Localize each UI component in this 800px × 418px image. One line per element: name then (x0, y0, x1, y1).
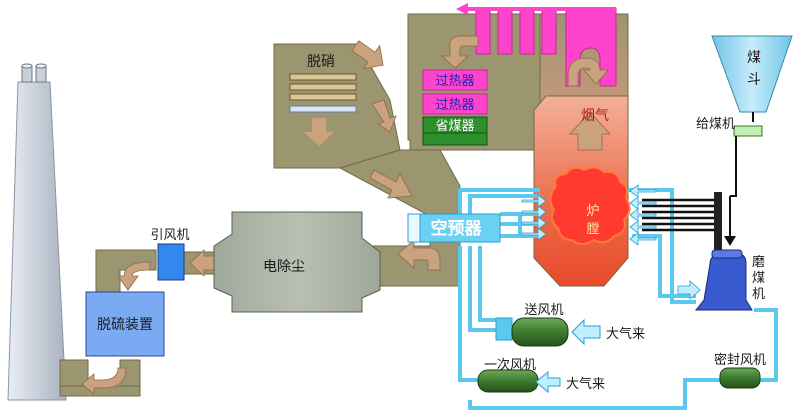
superheater-2: 过热器 (422, 93, 488, 115)
induced-fan-label: 引风机 (150, 228, 189, 243)
ambient-air-label-1: 大气来 (606, 326, 645, 342)
fgd-unit: 脱硫装置 (85, 291, 165, 357)
mill-label-2: 煤 (752, 271, 765, 286)
chimney (7, 63, 67, 401)
superheater-1-label: 过热器 (435, 74, 474, 89)
denox-label: 脱硝 (307, 54, 335, 70)
air-preheater: 空预器 (407, 213, 501, 243)
induced-draft-fan: 引风机 (150, 228, 190, 281)
seal-air-fan: 密封风机 (714, 352, 766, 389)
primary-air-fan: 一次风机 大气来 (477, 357, 605, 394)
superheater-2-label: 过热器 (435, 98, 474, 113)
mill-label-1: 磨 (752, 255, 765, 270)
coal-feeder: 给煤机 (696, 117, 763, 246)
flue-gas-arrows (81, 35, 611, 395)
coal-pipes (642, 198, 716, 232)
flame (549, 166, 631, 245)
economizer-label: 省煤器 (435, 119, 474, 134)
economizer: 省煤器 (422, 116, 488, 146)
forced-fan-label: 送风机 (524, 303, 563, 318)
furnace-label-2: 膛 (586, 222, 599, 237)
coal-hopper-label-1: 煤 (747, 50, 761, 66)
flue-gas-label: 烟气 (581, 108, 609, 124)
air-arrows (521, 184, 701, 300)
coal-hopper: 煤 斗 (711, 35, 793, 122)
denox-unit: 脱硝 (289, 54, 357, 146)
forced-draft-fan: 送风机 大气来 (495, 303, 645, 347)
coal-hopper-label-2: 斗 (747, 72, 761, 88)
coal-feeder-label: 给煤机 (696, 117, 735, 132)
ambient-air-label-2: 大气来 (566, 376, 605, 392)
coal-pipe-manifold (714, 192, 722, 256)
fgd-label: 脱硫装置 (97, 317, 153, 333)
primary-fan-label: 一次风机 (484, 357, 536, 373)
esp-label: 电除尘 (263, 259, 305, 275)
air-duct-network (458, 188, 778, 410)
air-preheater-label: 空预器 (431, 218, 483, 239)
superheater-1: 过热器 (422, 69, 488, 91)
seal-fan-label: 密封风机 (714, 352, 766, 368)
electrostatic-precipitator: 电除尘 (213, 211, 381, 313)
coal-mill: 磨 煤 机 (694, 249, 765, 311)
mill-label-3: 机 (752, 287, 765, 302)
furnace-label-1: 炉 (586, 204, 599, 219)
